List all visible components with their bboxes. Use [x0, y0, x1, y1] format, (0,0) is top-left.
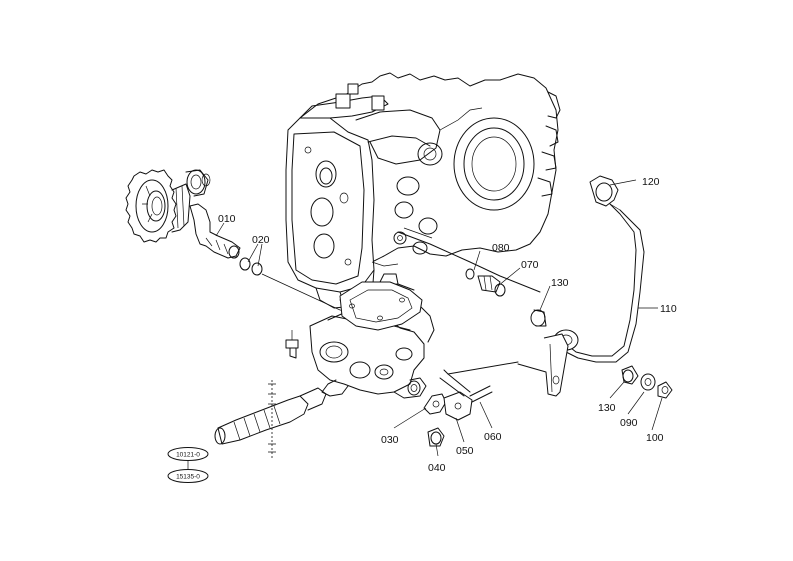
- label-100: 100: [646, 432, 664, 444]
- reference-label-1: 10121-0: [176, 452, 200, 459]
- small-parts-lower: [423, 369, 493, 447]
- label-120: 120: [642, 176, 660, 188]
- splined-shaft: [214, 380, 327, 460]
- reference-callouts: 10121-0 15135-0: [167, 447, 209, 483]
- lever-hardware: [621, 365, 673, 399]
- shaft-010: [189, 203, 241, 259]
- label-130-lower: 130: [598, 402, 616, 414]
- label-030: 030: [381, 434, 399, 446]
- o-rings-020: [239, 257, 263, 276]
- label-050: 050: [456, 445, 474, 457]
- part-labels: 010 020 030 040 050 060 070 080 090 100 …: [218, 176, 677, 474]
- label-090: 090: [620, 417, 638, 429]
- bolt: [285, 330, 299, 359]
- label-110: 110: [660, 303, 677, 315]
- label-020: 020: [252, 234, 270, 246]
- label-060: 060: [484, 431, 502, 443]
- shift-lever-110: [447, 175, 645, 397]
- gear-assembly: [125, 169, 211, 243]
- reference-label-2: 15135-0: [176, 474, 200, 481]
- label-040: 040: [428, 462, 446, 474]
- valve-body: [309, 273, 435, 399]
- label-130-upper: 130: [551, 277, 569, 289]
- label-080: 080: [492, 242, 510, 254]
- transmission-housing: [285, 72, 561, 309]
- label-070: 070: [521, 259, 539, 271]
- label-010: 010: [218, 213, 236, 225]
- leader-lines: [215, 179, 663, 457]
- shift-linkage: [397, 227, 547, 327]
